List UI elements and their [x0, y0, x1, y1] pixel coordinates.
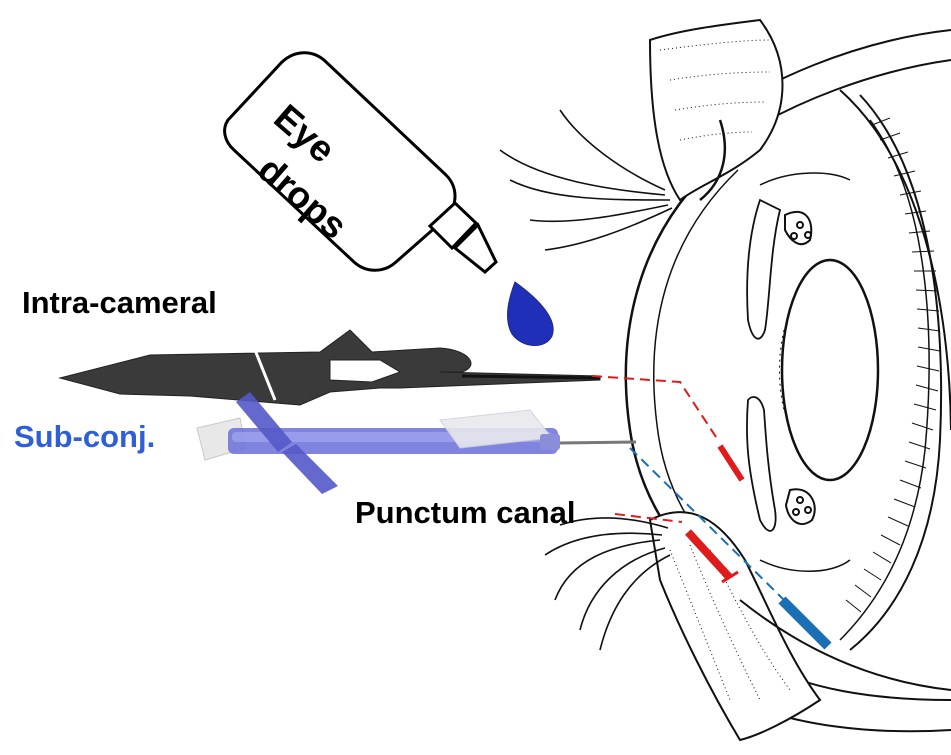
lower-eyelid	[650, 512, 820, 740]
subconj-label: Sub-conj.	[14, 421, 155, 452]
lower-eyelashes	[545, 518, 670, 650]
subconj-syringe	[197, 392, 636, 494]
upper-eyelashes	[500, 110, 672, 250]
punctum-label: Punctum canal	[355, 497, 576, 528]
subconj-implant	[782, 600, 828, 646]
iris-top	[747, 200, 780, 339]
drop-icon	[508, 282, 554, 346]
intracameral-label: Intra-cameral	[22, 287, 217, 318]
intracameral-needle-tip	[462, 376, 600, 378]
intracameral-implant	[720, 446, 742, 480]
subconj-needle	[560, 442, 636, 443]
bottle-body	[225, 53, 455, 271]
iris-bottom	[747, 397, 776, 531]
upper-eyelid	[650, 20, 783, 200]
lens	[782, 260, 878, 480]
